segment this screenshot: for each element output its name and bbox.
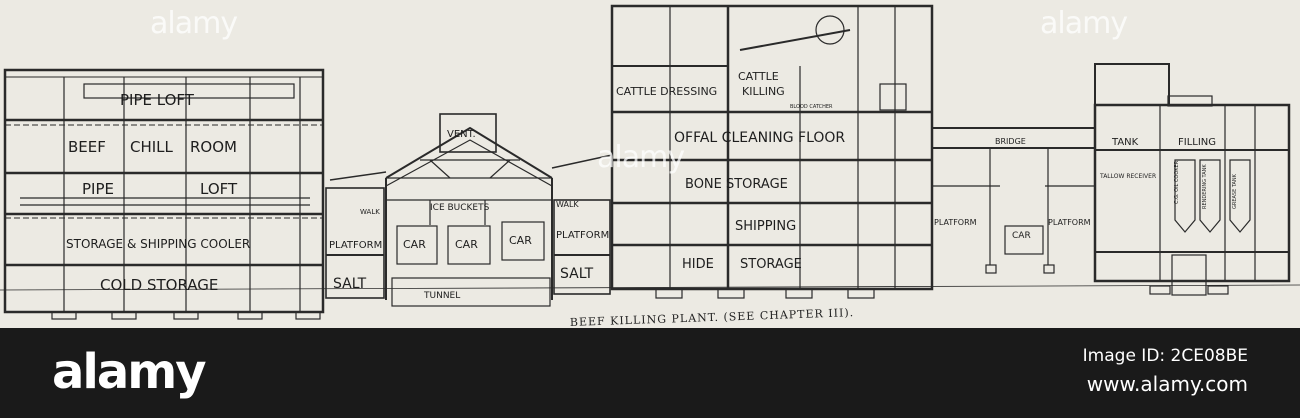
label-bone-storage: BONE STORAGE bbox=[685, 177, 788, 192]
label-salt-left: SALT bbox=[333, 276, 367, 292]
label-salt-right: SALT bbox=[560, 266, 594, 282]
label-tunnel: TUNNEL bbox=[423, 291, 460, 301]
label-beef: BEEF bbox=[68, 138, 106, 156]
label-cattle: CATTLE bbox=[738, 70, 779, 83]
label-blood-catcher: BLOOD CATCHER bbox=[790, 104, 833, 110]
label-pipe: PIPE bbox=[82, 180, 114, 198]
label-tallow-receiver: TALLOW RECEIVER bbox=[1099, 173, 1156, 180]
label-platform-mid: PLATFORM bbox=[556, 230, 609, 241]
bridge-platform bbox=[932, 127, 1095, 274]
label-storage: STORAGE bbox=[740, 257, 802, 272]
label-offal-cleaning-floor: OFFAL CLEANING FLOOR bbox=[674, 130, 845, 146]
image-id: Image ID: 2CE08BE bbox=[1082, 346, 1248, 366]
label-walk-right: WALK bbox=[556, 200, 579, 209]
label-gg-oil-cooker: C.G. OIL COOKER bbox=[1174, 160, 1180, 204]
label-bridge: BRIDGE bbox=[995, 137, 1026, 146]
label-tank: TANK bbox=[1111, 137, 1139, 148]
label-rendering-tank: RENDERING TANK bbox=[1202, 164, 1208, 209]
figure-caption: BEEF KILLING PLANT. (SEE CHAPTER III). bbox=[570, 306, 855, 328]
stock-footer: alamy Image ID: 2CE08BE www.alamy.com bbox=[0, 328, 1300, 418]
image-meta: Image ID: 2CE08BE www.alamy.com bbox=[1083, 346, 1248, 396]
site-url: www.alamy.com bbox=[1086, 372, 1248, 396]
label-car-3: CAR bbox=[509, 234, 532, 247]
label-platform-left: PLATFORM bbox=[329, 240, 382, 251]
label-car-1: CAR bbox=[403, 238, 426, 251]
label-storage-shipping-cooler: STORAGE & SHIPPING COOLER bbox=[66, 237, 250, 251]
label-cold-storage: COLD STORAGE bbox=[100, 276, 218, 294]
label-killing: KILLING bbox=[742, 85, 785, 98]
alamy-logo: alamy bbox=[52, 344, 207, 400]
label-car-2: CAR bbox=[455, 238, 478, 251]
killing-building bbox=[610, 4, 934, 299]
cold-storage-building bbox=[3, 68, 325, 320]
car-shed-building bbox=[325, 113, 613, 307]
label-room: ROOM bbox=[190, 138, 237, 156]
label-hide: HIDE bbox=[682, 257, 714, 272]
label-vent: VENT. bbox=[447, 129, 476, 140]
label-walk-left: WALK bbox=[360, 208, 380, 216]
label-shipping: SHIPPING bbox=[735, 219, 796, 234]
label-loft: LOFT bbox=[200, 180, 238, 198]
label-ice-buckets: ICE BUCKETS bbox=[430, 203, 490, 213]
tank-house bbox=[1093, 63, 1291, 296]
section-drawing: PIPE LOFT BEEF CHILL ROOM PIPE LOFT STOR… bbox=[0, 4, 1300, 328]
label-chill: CHILL bbox=[130, 138, 174, 156]
label-car-4: CAR bbox=[1012, 231, 1031, 241]
label-pipe-loft-top: PIPE LOFT bbox=[120, 91, 195, 109]
label-grease-tank: GREASE TANK bbox=[1232, 173, 1238, 209]
beef-killing-plant-drawing: PIPE LOFT BEEF CHILL ROOM PIPE LOFT STOR… bbox=[0, 0, 1300, 328]
label-cattle-dressing: CATTLE DRESSING bbox=[616, 85, 717, 98]
label-platform-right-b: PLATFORM bbox=[1048, 218, 1091, 227]
label-platform-right-a: PLATFORM bbox=[934, 218, 977, 227]
label-filling: FILLING bbox=[1178, 137, 1216, 148]
